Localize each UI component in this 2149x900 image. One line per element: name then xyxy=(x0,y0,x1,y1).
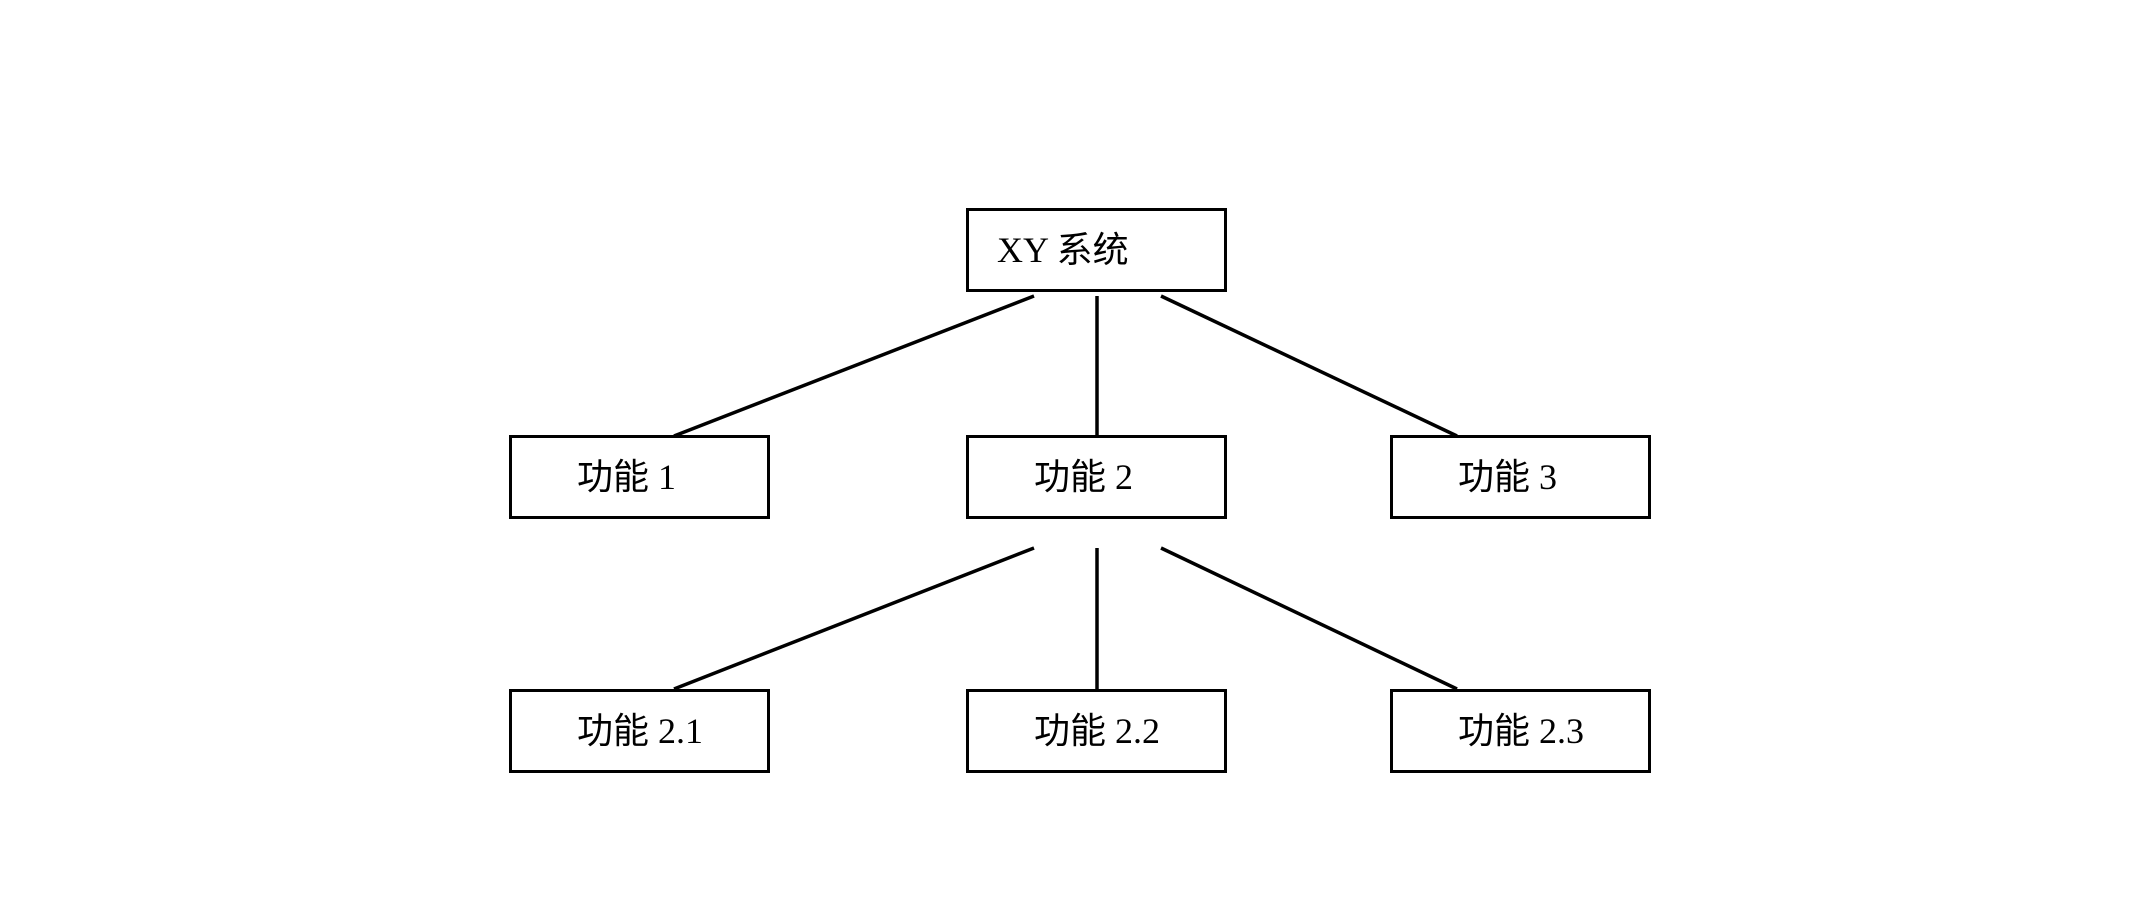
connector-func2-func2-3 xyxy=(1160,546,1458,691)
func2-1-node-label: 功能 2.1 xyxy=(577,711,704,751)
connector-root-func1 xyxy=(673,294,1035,438)
func2-node-label: 功能 2 xyxy=(1034,457,1134,497)
func1-node: 功能 1 xyxy=(509,435,770,519)
func2-3-node-label: 功能 2.3 xyxy=(1458,711,1585,751)
func2-node: 功能 2 xyxy=(966,435,1227,519)
func1-node-label: 功能 1 xyxy=(577,457,677,497)
func2-3-node: 功能 2.3 xyxy=(1390,689,1651,773)
func2-2-node: 功能 2.2 xyxy=(966,689,1227,773)
connector-func2-func2-1 xyxy=(673,546,1035,691)
func3-node-label: 功能 3 xyxy=(1458,457,1558,497)
func2-1-node: 功能 2.1 xyxy=(509,689,770,773)
connector-root-func3 xyxy=(1160,294,1458,438)
root-node: XY 系统 xyxy=(966,208,1227,292)
func2-2-node-label: 功能 2.2 xyxy=(1034,711,1161,751)
root-node-label: XY 系统 xyxy=(997,230,1129,270)
func3-node: 功能 3 xyxy=(1390,435,1651,519)
